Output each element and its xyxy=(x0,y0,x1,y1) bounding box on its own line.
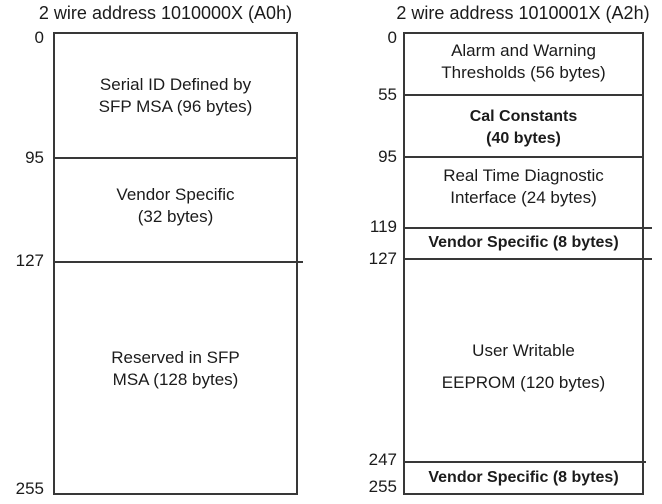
a2h-divider-byte-127 xyxy=(405,258,652,260)
a2h-address-marker-95: 95 xyxy=(378,147,397,166)
a0h-address-marker-95: 95 xyxy=(25,148,44,167)
a0h-map-title: 2 wire address 1010000X (A0h) xyxy=(38,3,293,23)
region-label-line: Vendor Specific (8 bytes) xyxy=(428,234,619,251)
a2h-region-cal-constants: Cal Constants (40 bytes) xyxy=(405,106,642,150)
a2h-region-user-writable-eeprom: User Writable EEPROM (120 bytes) xyxy=(405,335,642,399)
a0h-divider-byte-127 xyxy=(55,261,303,263)
a2h-region-vendor-specific-lower: Vendor Specific (8 bytes) xyxy=(405,467,642,489)
region-label-line: SFP MSA (96 bytes) xyxy=(98,97,253,116)
a0h-region-reserved: Reserved in SFP MSA (128 bytes) xyxy=(55,347,296,391)
a0h-address-marker-255: 255 xyxy=(15,479,44,498)
a2h-address-marker-247: 247 xyxy=(368,450,397,469)
a2h-divider-byte-95 xyxy=(405,156,642,158)
a2h-divider-byte-119 xyxy=(405,227,652,229)
region-label-line: MSA (128 bytes) xyxy=(112,370,239,389)
region-label-line: Alarm and Warning xyxy=(451,41,596,60)
region-label-line: (32 bytes) xyxy=(137,207,214,226)
a2h-memory-box xyxy=(403,32,644,495)
region-label-line: User Writable xyxy=(472,341,575,360)
region-label-line: Interface (24 bytes) xyxy=(450,188,597,207)
a0h-region-vendor-specific: Vendor Specific (32 bytes) xyxy=(55,184,296,228)
a2h-region-real-time-diagnostic: Real Time Diagnostic Interface (24 bytes… xyxy=(405,165,642,209)
a2h-address-marker-55: 55 xyxy=(378,85,397,104)
a2h-divider-byte-55 xyxy=(405,94,642,96)
a0h-memory-box xyxy=(53,32,298,495)
region-label-line: EEPROM (120 bytes) xyxy=(441,373,606,392)
a2h-address-marker-127: 127 xyxy=(368,249,397,268)
a0h-address-marker-127: 127 xyxy=(15,251,44,270)
a2h-map-title: 2 wire address 1010001X (A2h) xyxy=(396,3,650,23)
region-label-line: Real Time Diagnostic xyxy=(443,166,604,185)
region-label-line: (40 bytes) xyxy=(486,130,561,147)
a2h-region-alarm-warning-thresholds: Alarm and Warning Thresholds (56 bytes) xyxy=(405,40,642,84)
region-label-line: Reserved in SFP xyxy=(111,348,240,367)
region-label-line: Vendor Specific xyxy=(116,185,235,204)
a0h-divider-byte-95 xyxy=(55,157,296,159)
a2h-region-vendor-specific-upper: Vendor Specific (8 bytes) xyxy=(405,232,642,254)
a2h-divider-byte-247 xyxy=(405,461,646,463)
region-label-line: Cal Constants xyxy=(469,108,578,125)
a2h-address-marker-255: 255 xyxy=(368,477,397,496)
a2h-address-marker-119: 119 xyxy=(369,217,397,236)
a0h-address-marker-0: 0 xyxy=(34,28,44,47)
a0h-region-serial-id: Serial ID Defined by SFP MSA (96 bytes) xyxy=(55,74,296,118)
region-label-line: Serial ID Defined by xyxy=(99,75,252,94)
region-label-line: Vendor Specific (8 bytes) xyxy=(428,469,619,486)
region-label-line: Thresholds (56 bytes) xyxy=(441,63,606,82)
a2h-address-marker-0: 0 xyxy=(387,28,397,47)
